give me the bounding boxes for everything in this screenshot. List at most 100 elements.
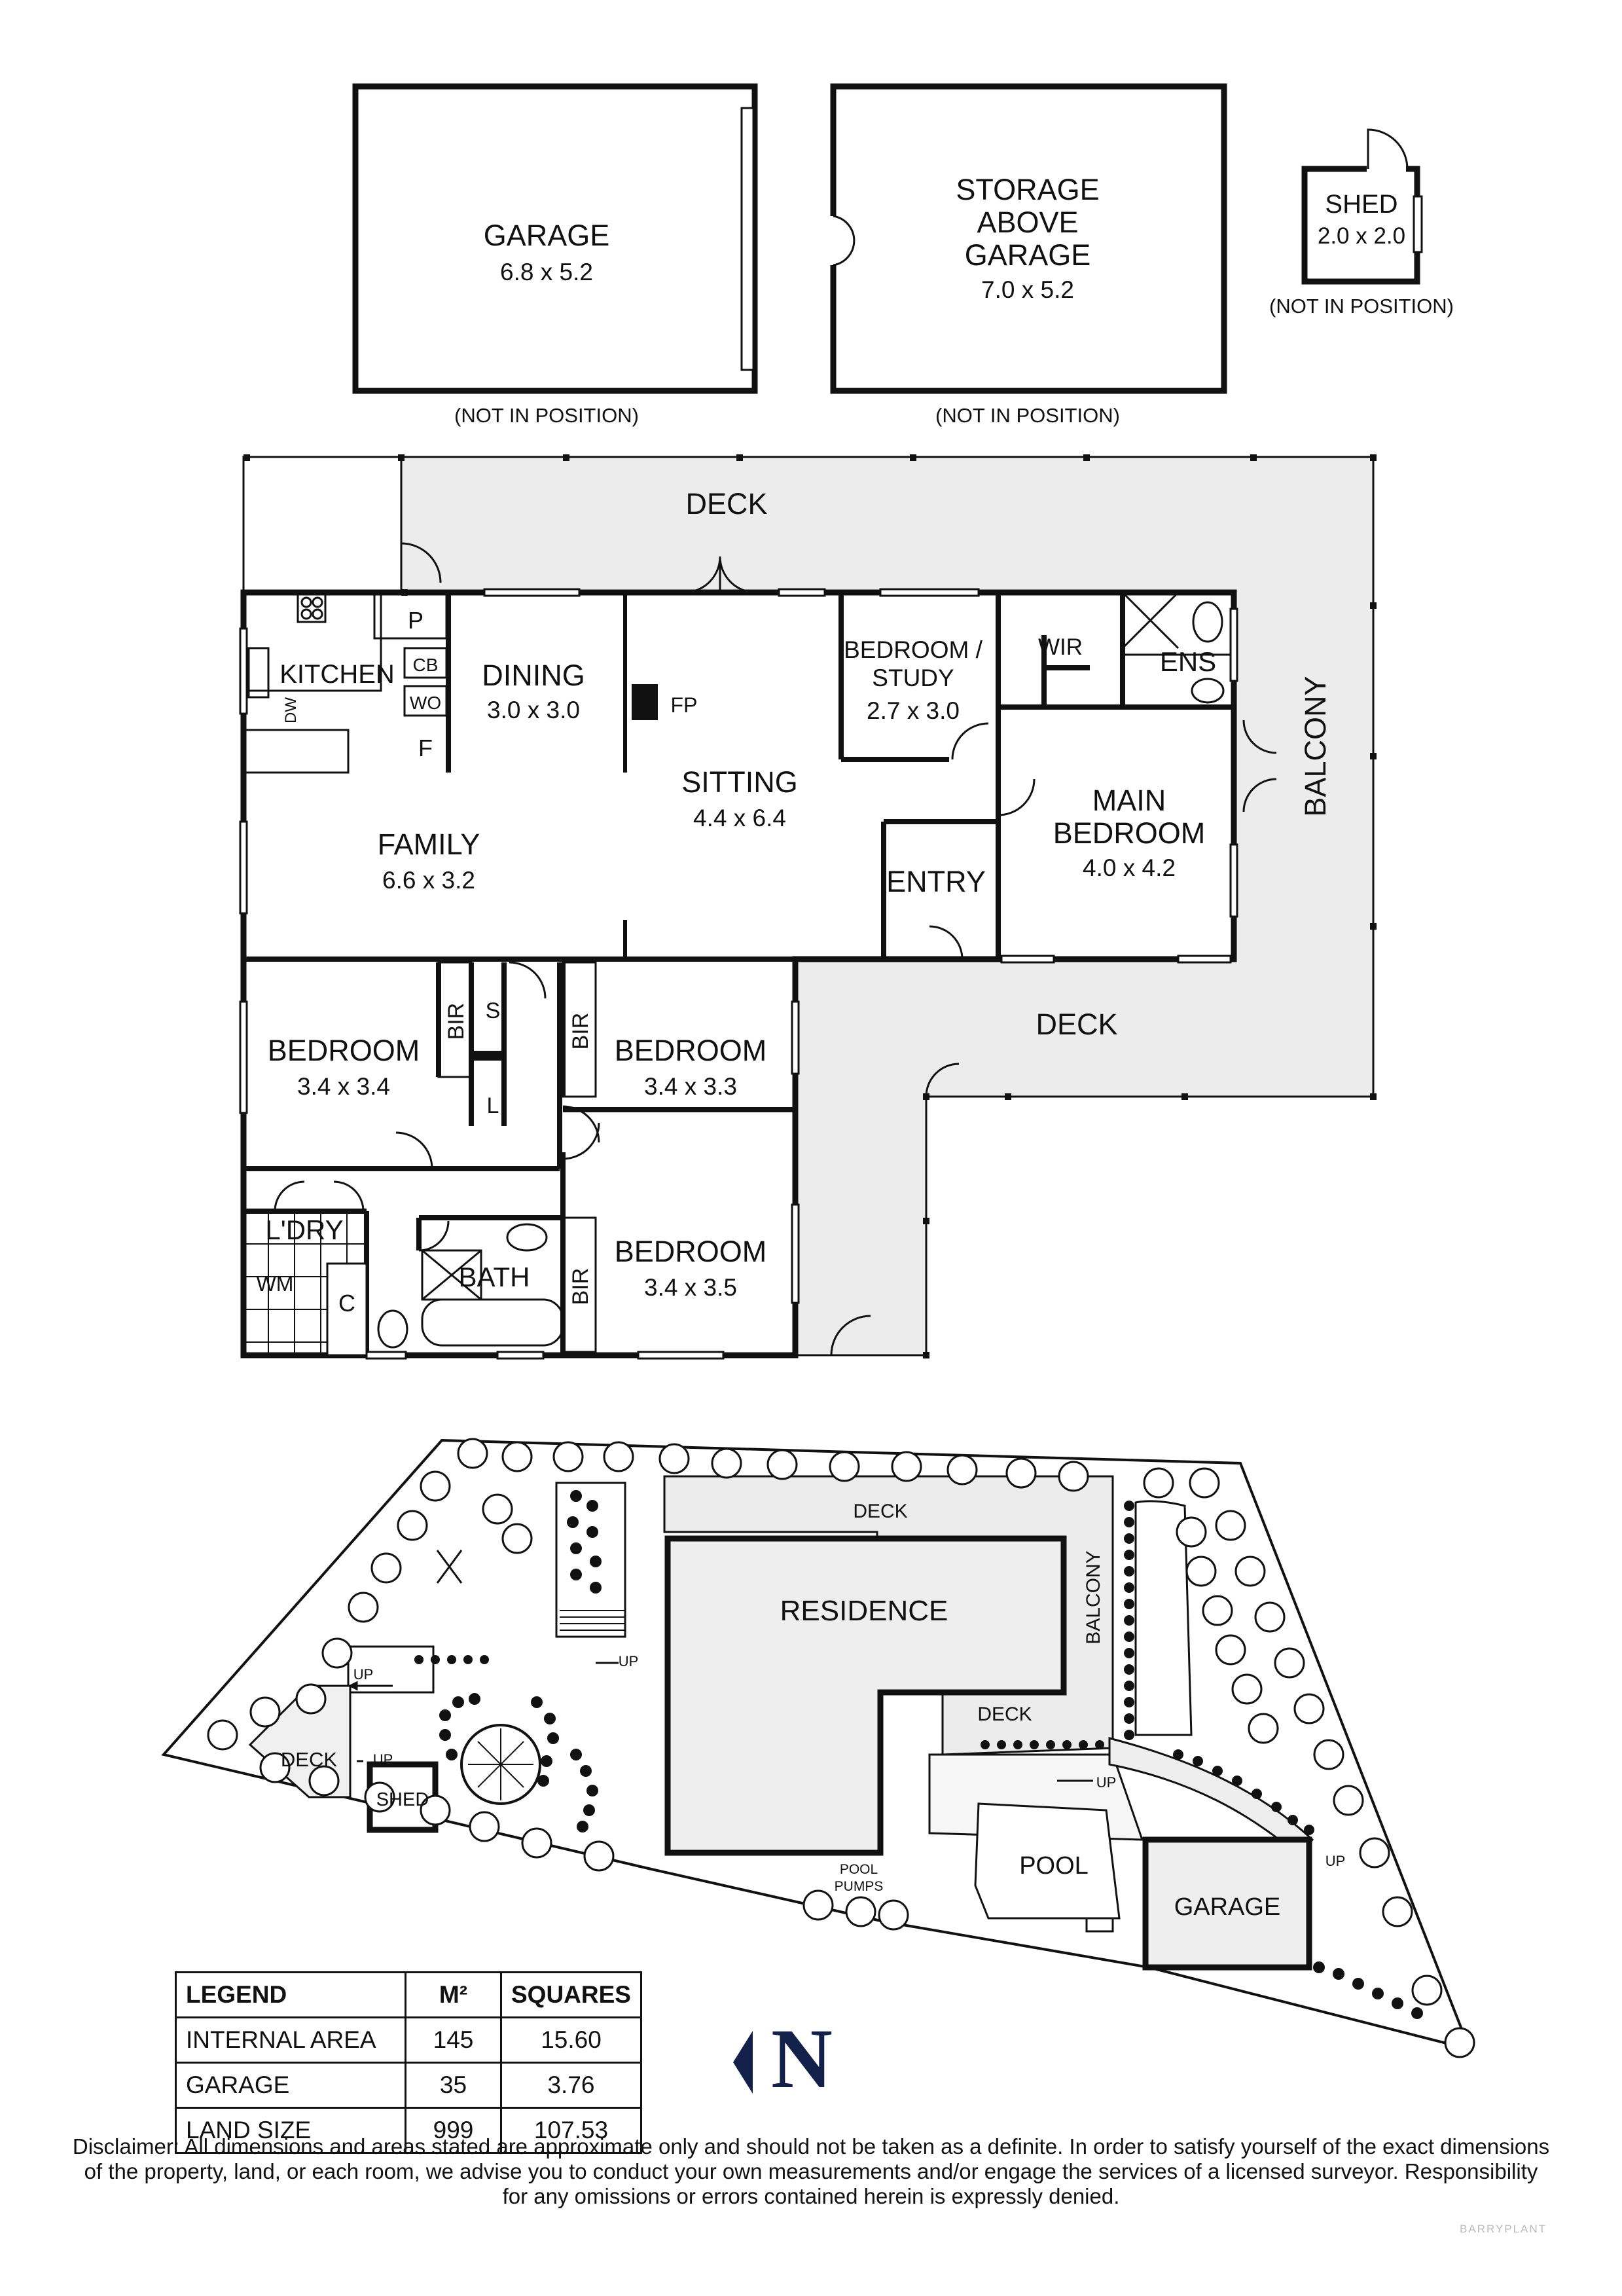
hedge-dots — [414, 1490, 1423, 2019]
legend-cell: 35 — [405, 2062, 502, 2109]
fridge-label: F — [418, 735, 433, 761]
site-garage — [1142, 1836, 1312, 1971]
toilet-bath-icon — [377, 1309, 408, 1349]
site-plan: DECK RESIDENCE BALCONY DECK DECK SHED PO… — [161, 1438, 1475, 2058]
site-residence — [664, 1535, 1067, 1856]
bedroom-mid-label: BEDROOM — [615, 1034, 767, 1067]
study-line2: STUDY — [872, 665, 954, 691]
legend-row: INTERNAL AREA 145 15.60 — [175, 2016, 642, 2064]
legend-table: LEGEND M² SQUARES INTERNAL AREA 145 15.6… — [175, 1971, 642, 2154]
main-bedroom-dims: 4.0 x 4.2 — [1083, 854, 1176, 881]
up-label-1: UP — [353, 1666, 374, 1683]
up-arrows — [348, 1662, 1093, 1782]
bir-mid-label: BIR — [568, 1013, 593, 1050]
bedroom-south-label: BEDROOM — [615, 1235, 767, 1268]
bedroom-west-label: BEDROOM — [268, 1034, 420, 1067]
deck-mid-label: DECK — [1036, 1008, 1117, 1041]
kitchen-label: KITCHEN — [279, 660, 395, 689]
ens-label: ENS — [1160, 646, 1216, 677]
fireplace-icon — [632, 684, 658, 720]
bir-south — [562, 1216, 597, 1353]
north-arrow-icon — [733, 2031, 753, 2094]
up-label-2: UP — [373, 1751, 393, 1768]
storage-line3: GARAGE — [965, 238, 1091, 272]
storage-note: (NOT IN POSITION) — [935, 404, 1120, 427]
legend-cell: INTERNAL AREA — [175, 2016, 406, 2064]
wo-label: WO — [410, 693, 441, 713]
bedroom-mid-dims: 3.4 x 3.3 — [644, 1073, 737, 1100]
site-deck-west-label: DECK — [281, 1748, 337, 1771]
shower-icon — [421, 1249, 482, 1301]
storage-outbuilding: STORAGE ABOVE GARAGE 7.0 x 5.2 (NOT IN P… — [826, 83, 1227, 427]
legend-cell: 999 — [405, 2107, 502, 2154]
north-compass: N — [733, 2016, 833, 2102]
pantry-label: P — [408, 607, 424, 634]
storage-line1: STORAGE — [956, 173, 1099, 206]
up-label-5: UP — [1325, 1853, 1346, 1869]
basin-icon — [1191, 678, 1225, 704]
site-deck-inner-label: DECK — [977, 1704, 1032, 1725]
garage-outbuilding: GARAGE 6.8 x 5.2 (NOT IN POSITION) — [352, 83, 758, 427]
fp-label: FP — [671, 693, 698, 717]
bedroom-south-dims: 3.4 x 3.5 — [644, 1274, 737, 1301]
disclaimer-text: Disclaimer: All dimensions and areas sta… — [72, 2134, 1550, 2208]
bir-west-label: BIR — [444, 1003, 469, 1040]
site-shed-label: SHED — [376, 1789, 429, 1810]
site-garage-label: GARAGE — [1174, 1893, 1281, 1921]
pool-pumps-line1: POOL — [840, 1862, 878, 1877]
legend-cell: 3.76 — [500, 2062, 642, 2109]
pool-pumps-line2: PUMPS — [835, 1879, 884, 1894]
legend-cell: 15.60 — [500, 2016, 642, 2064]
windows — [239, 588, 1238, 1360]
storage-line2: ABOVE — [977, 206, 1078, 239]
site-deck-north-label: DECK — [853, 1501, 907, 1522]
deck-top-label: DECK — [685, 487, 767, 520]
legend-header-squares: SQUARES — [500, 1971, 642, 2018]
dining-dims: 3.0 x 3.0 — [487, 697, 580, 723]
entry-label: ENTRY — [886, 865, 986, 898]
deck-posts — [243, 454, 1377, 1358]
dw-label: DW — [282, 697, 300, 723]
sink-icon — [247, 647, 270, 699]
bedroom-west-dims: 3.4 x 3.4 — [297, 1073, 390, 1100]
garage-label: GARAGE — [484, 219, 610, 252]
garage-note: (NOT IN POSITION) — [454, 404, 639, 427]
storage-dims: 7.0 x 5.2 — [981, 276, 1074, 303]
main-bedroom-line2: BEDROOM — [1053, 816, 1206, 850]
legend-header-m2: M² — [405, 1971, 502, 2018]
toilet-icon — [1192, 601, 1223, 643]
legend-cell: LAND SIZE — [175, 2107, 406, 2154]
residence-floor-plan: DECK KITCHEN P CB WO F DW DINING 3.0 x 3… — [239, 454, 1377, 1360]
brand-watermark: BARRYPLANT — [1460, 2223, 1547, 2235]
shed-outbuilding: SHED 2.0 x 2.0 (NOT IN POSITION) — [1269, 128, 1454, 318]
legend-cell: 145 — [405, 2016, 502, 2064]
north-label: N — [771, 2012, 833, 2106]
site-pool-label: POOL — [1019, 1852, 1089, 1880]
bath-label: BATH — [459, 1262, 530, 1292]
linen-l-label: L — [487, 1093, 499, 1118]
basin-bath-icon — [506, 1223, 548, 1252]
sitting-label: SITTING — [681, 765, 798, 799]
door-swings — [274, 542, 1277, 1356]
site-pool — [974, 1802, 1121, 1920]
legend-row: GARAGE 35 3.76 — [175, 2062, 642, 2109]
shed-note: (NOT IN POSITION) — [1269, 295, 1454, 318]
family-dims: 6.6 x 3.2 — [382, 867, 475, 894]
study-line1: BEDROOM / — [844, 636, 982, 663]
up-label-4: UP — [1096, 1774, 1117, 1791]
legend-row: LAND SIZE 999 107.53 — [175, 2107, 642, 2154]
cb-label: CB — [413, 655, 439, 675]
legend-header-row: LEGEND M² SQUARES — [175, 1971, 642, 2018]
cooktop-icon — [297, 593, 327, 623]
bir-west — [437, 961, 473, 1078]
garage-dims: 6.8 x 5.2 — [500, 259, 593, 285]
bir-south-label: BIR — [568, 1268, 593, 1305]
bathtub-icon — [421, 1298, 564, 1347]
legend-header: LEGEND — [175, 1971, 406, 2018]
shed-dims: 2.0 x 2.0 — [1318, 223, 1405, 249]
wm-label: WM — [257, 1272, 294, 1296]
laundry-label: L'DRY — [265, 1214, 343, 1245]
balcony-label: BALCONY — [1299, 676, 1332, 816]
linen-s-label: S — [486, 998, 501, 1023]
